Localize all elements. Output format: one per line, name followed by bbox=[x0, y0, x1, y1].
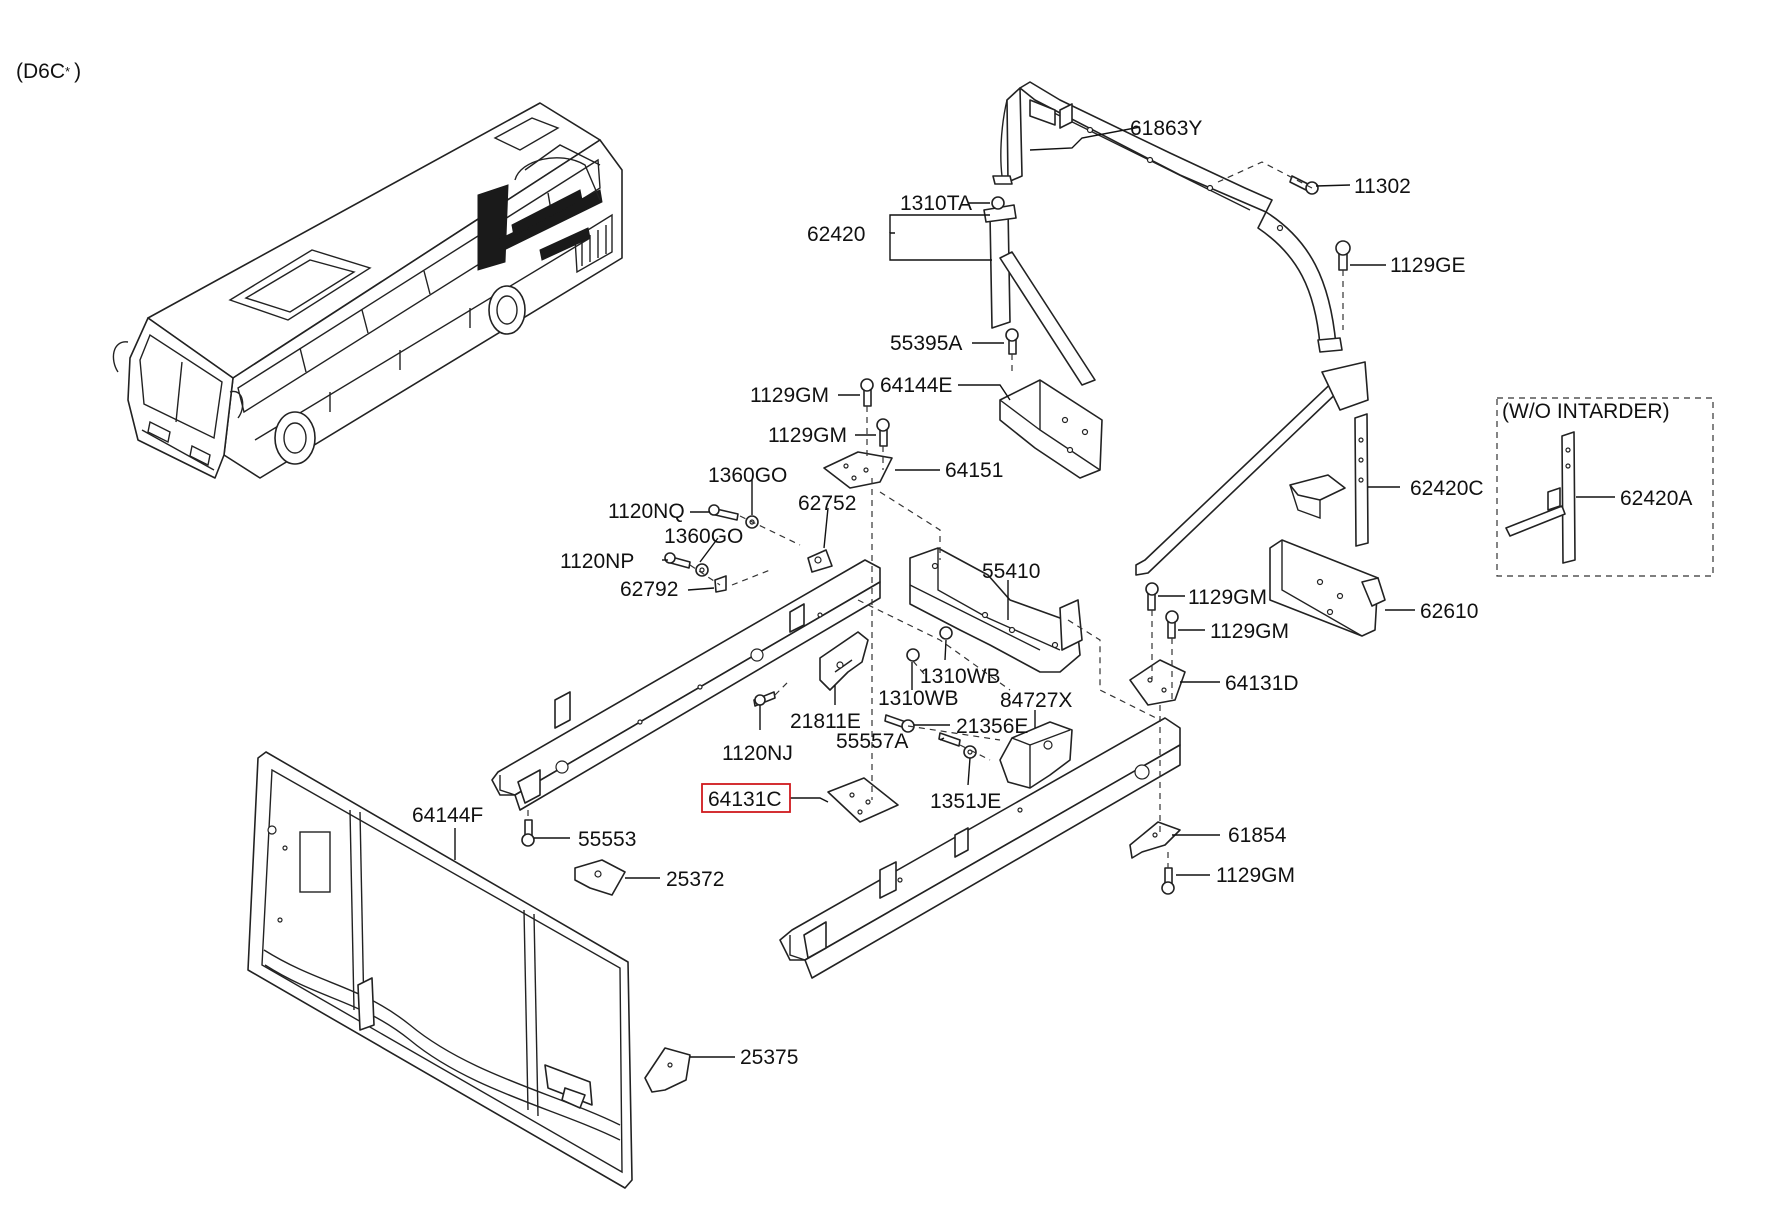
label-1120NJ[interactable]: 1120NJ bbox=[722, 742, 793, 765]
label-1351JE[interactable]: 1351JE bbox=[930, 790, 1001, 813]
bracket-64144E bbox=[999, 379, 1103, 479]
panel-64144F bbox=[247, 751, 633, 1189]
label-1120NQ[interactable]: 1120NQ bbox=[608, 500, 685, 523]
plate-64131D bbox=[1129, 659, 1186, 706]
rear-roll-frame bbox=[992, 81, 1369, 576]
leader-lines bbox=[454, 126, 1615, 1058]
label-64144E[interactable]: 64144E bbox=[880, 374, 952, 397]
label-62420[interactable]: 62420 bbox=[807, 223, 865, 246]
label-61863Y[interactable]: 61863Y bbox=[1130, 117, 1202, 140]
label-25375[interactable]: 25375 bbox=[740, 1046, 798, 1069]
label-1129GE[interactable]: 1129GE bbox=[1390, 254, 1466, 277]
clip-62752 bbox=[807, 549, 833, 573]
label-62752[interactable]: 62752 bbox=[798, 492, 856, 515]
inset-wo-intarder: (W/O INTARDER) bbox=[1496, 397, 1714, 577]
label-1129GM-d[interactable]: 1129GM bbox=[1210, 620, 1289, 643]
label-1310WB-a[interactable]: 1310WB bbox=[920, 665, 1001, 688]
plate-64131C bbox=[827, 777, 899, 823]
bracket-61854 bbox=[1129, 821, 1181, 859]
upper-side-rail bbox=[491, 559, 881, 811]
bracket-25375 bbox=[644, 1047, 691, 1093]
label-64144F[interactable]: 64144F bbox=[412, 804, 483, 827]
label-1129GM-a[interactable]: 1129GM bbox=[750, 384, 829, 407]
part-labels: 61863Y 11302 1310TA 62420 1129GE 55395A … bbox=[412, 117, 1692, 1069]
label-64131D[interactable]: 64131D bbox=[1225, 672, 1299, 695]
label-61854[interactable]: 61854 bbox=[1228, 824, 1287, 847]
label-62792[interactable]: 62792 bbox=[620, 578, 678, 601]
plate-64151 bbox=[823, 451, 893, 489]
fasteners bbox=[521, 175, 1351, 895]
housing-84727X bbox=[999, 721, 1073, 789]
highlight-box bbox=[701, 783, 791, 813]
clip-62792 bbox=[714, 575, 727, 593]
label-64131C[interactable]: 64131C bbox=[708, 788, 782, 811]
label-55553[interactable]: 55553 bbox=[578, 828, 636, 851]
lower-main-rail bbox=[779, 717, 1181, 979]
label-1360GO-b[interactable]: 1360GO bbox=[664, 525, 743, 548]
label-84727X[interactable]: 84727X bbox=[1000, 689, 1072, 712]
label-1129GM-b[interactable]: 1129GM bbox=[768, 424, 847, 447]
label-21356E[interactable]: 21356E bbox=[956, 715, 1028, 738]
bracket-25372 bbox=[574, 859, 626, 896]
label-11302[interactable]: 11302 bbox=[1354, 175, 1411, 198]
bracket-62610 bbox=[1269, 539, 1386, 637]
label-55557A[interactable]: 55557A bbox=[836, 730, 908, 753]
label-1129GM-e[interactable]: 1129GM bbox=[1216, 864, 1295, 887]
inset-title: (W/O INTARDER) bbox=[1502, 400, 1670, 423]
bracket-21811E bbox=[819, 631, 869, 691]
label-1120NP[interactable]: 1120NP bbox=[560, 550, 634, 573]
strut-62420 bbox=[983, 204, 1096, 386]
label-62610[interactable]: 62610 bbox=[1420, 600, 1478, 623]
label-1310WB-b[interactable]: 1310WB bbox=[878, 687, 959, 710]
cross-member-55410 bbox=[909, 547, 1083, 673]
label-1360GO-a[interactable]: 1360GO bbox=[708, 464, 787, 487]
label-62420C[interactable]: 62420C bbox=[1410, 477, 1484, 500]
bus-illustration bbox=[112, 102, 623, 479]
variant-code: (D6C*) bbox=[16, 60, 81, 83]
label-25372[interactable]: 25372 bbox=[666, 868, 724, 891]
label-55410[interactable]: 55410 bbox=[982, 560, 1040, 583]
label-64151[interactable]: 64151 bbox=[945, 459, 1003, 482]
label-1310TA[interactable]: 1310TA bbox=[900, 192, 972, 215]
strut-62420C bbox=[1289, 413, 1369, 547]
label-55395A[interactable]: 55395A bbox=[890, 332, 962, 355]
label-62420A[interactable]: 62420A bbox=[1620, 487, 1692, 510]
label-21811E[interactable]: 21811E bbox=[790, 710, 861, 733]
label-1129GM-c[interactable]: 1129GM bbox=[1188, 586, 1267, 609]
assembly-lines bbox=[527, 161, 1344, 868]
